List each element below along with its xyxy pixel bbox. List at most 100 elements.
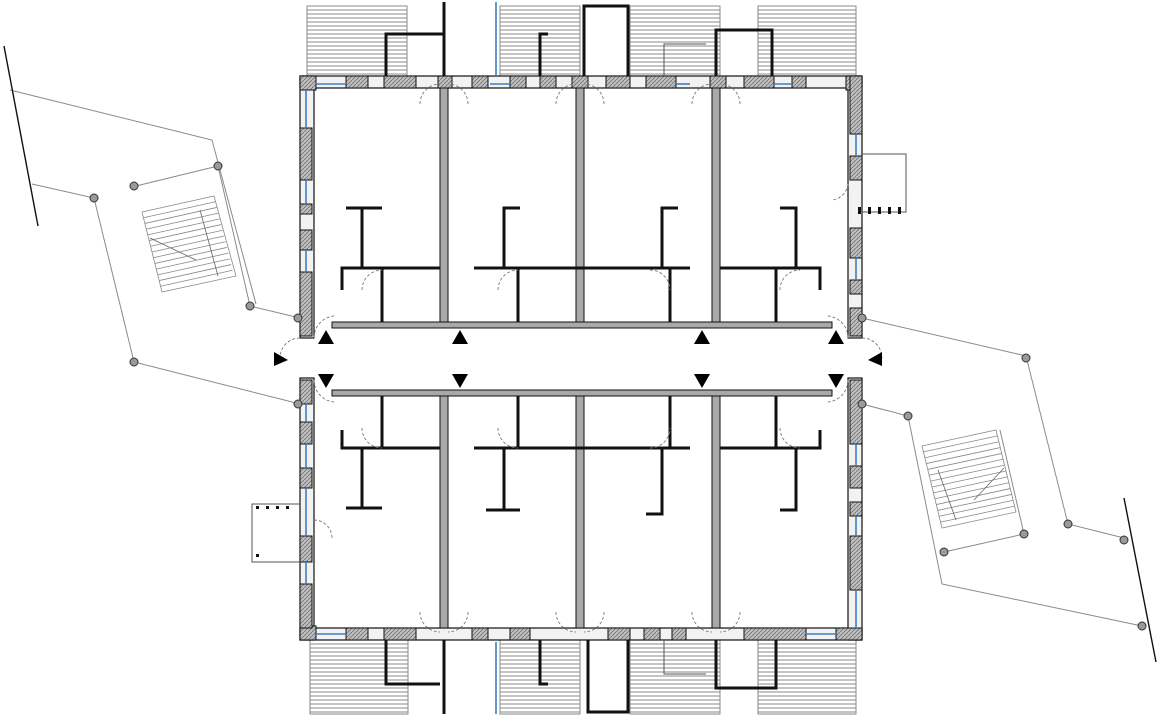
decks-top — [306, 5, 857, 77]
block — [299, 535, 313, 563]
partition — [780, 206, 798, 268]
block — [471, 627, 489, 641]
stair-tread — [940, 505, 1015, 523]
post — [858, 207, 861, 214]
site-line-left — [3, 45, 39, 227]
stair-tread — [930, 464, 1005, 482]
door-swing — [719, 83, 741, 105]
circle-post-icon — [129, 357, 139, 367]
stair-tread — [936, 488, 1011, 505]
site-lines — [3, 45, 1157, 663]
partition — [720, 266, 822, 290]
door-swing — [279, 337, 301, 359]
circle-post-icon — [857, 399, 867, 409]
block — [849, 501, 863, 517]
party-wall — [575, 389, 585, 629]
walkway-left-link — [135, 165, 301, 319]
partition — [780, 448, 798, 512]
block — [849, 465, 863, 489]
block — [849, 155, 863, 181]
stair-tread — [931, 470, 1007, 488]
circle-post-icon — [213, 161, 223, 171]
block — [299, 75, 317, 91]
stair-tread — [159, 264, 232, 281]
stair-tread — [937, 494, 1012, 511]
stair-tread — [147, 218, 220, 236]
deck-rail — [663, 43, 706, 76]
door-swing — [831, 183, 849, 201]
block — [509, 75, 527, 89]
stair-tread — [146, 212, 219, 230]
party-wall — [711, 87, 721, 327]
stair-tread — [926, 447, 1001, 464]
landings — [251, 43, 907, 675]
block — [849, 227, 863, 259]
door-swing — [691, 83, 713, 105]
circle-post-icon — [293, 313, 303, 323]
block — [849, 535, 863, 591]
post — [256, 554, 259, 557]
corridor-wall-top — [331, 321, 833, 329]
deck-bottom-right — [757, 639, 857, 715]
stair-tread — [924, 441, 999, 459]
door-swing — [497, 269, 519, 291]
stair-tread — [153, 241, 226, 259]
triangle-marker-icon — [828, 330, 844, 344]
partition — [340, 430, 440, 450]
block — [835, 627, 863, 641]
block — [539, 75, 557, 89]
deck-rail — [663, 640, 706, 675]
triangle-marker-icon — [318, 330, 334, 344]
stair-tread — [933, 476, 1008, 494]
block — [605, 75, 631, 89]
stair-icon — [141, 195, 237, 293]
stair-tread — [154, 247, 227, 264]
door-swings — [279, 83, 883, 633]
walkways — [9, 89, 1143, 627]
door-swing — [583, 83, 605, 105]
block — [643, 627, 661, 641]
door-swing — [649, 427, 671, 449]
door-swing — [447, 611, 469, 633]
stair-tread — [150, 229, 223, 247]
block — [345, 75, 369, 89]
block — [671, 627, 687, 641]
walkway-left-inner — [31, 183, 301, 405]
block — [709, 75, 727, 89]
party-wall — [439, 389, 449, 629]
stair-arrow — [937, 467, 1005, 521]
stair-tread — [934, 482, 1009, 500]
landing-left — [251, 503, 300, 563]
door-swing — [361, 269, 383, 291]
party-wall — [575, 87, 585, 327]
circle-post-icon — [903, 411, 913, 421]
block — [383, 75, 417, 89]
entry-markers — [274, 330, 882, 388]
block — [299, 467, 313, 489]
deck-wall — [586, 640, 630, 714]
triangle-marker-icon — [452, 330, 468, 344]
block — [743, 75, 775, 89]
block — [471, 75, 489, 89]
deck-top-slats — [307, 9, 856, 75]
walkway-right-inner — [861, 403, 1143, 627]
door-swing — [827, 315, 849, 339]
deck-wall — [384, 32, 444, 76]
partition — [340, 266, 440, 290]
stair-left — [141, 195, 237, 293]
circle-post-icon — [245, 301, 255, 311]
stair-tread — [151, 235, 225, 253]
stair-tread — [923, 435, 998, 453]
door-swing — [361, 427, 383, 449]
partition — [720, 430, 822, 450]
stair-tread — [939, 499, 1014, 517]
block — [299, 271, 313, 337]
door-swing — [779, 269, 801, 291]
door-swing — [649, 269, 671, 291]
circle-post-icon — [1137, 621, 1147, 631]
circle-post-icon — [1021, 353, 1031, 363]
door-swing — [497, 427, 519, 449]
block — [849, 379, 863, 445]
block — [607, 627, 631, 641]
door-swing — [419, 611, 441, 633]
